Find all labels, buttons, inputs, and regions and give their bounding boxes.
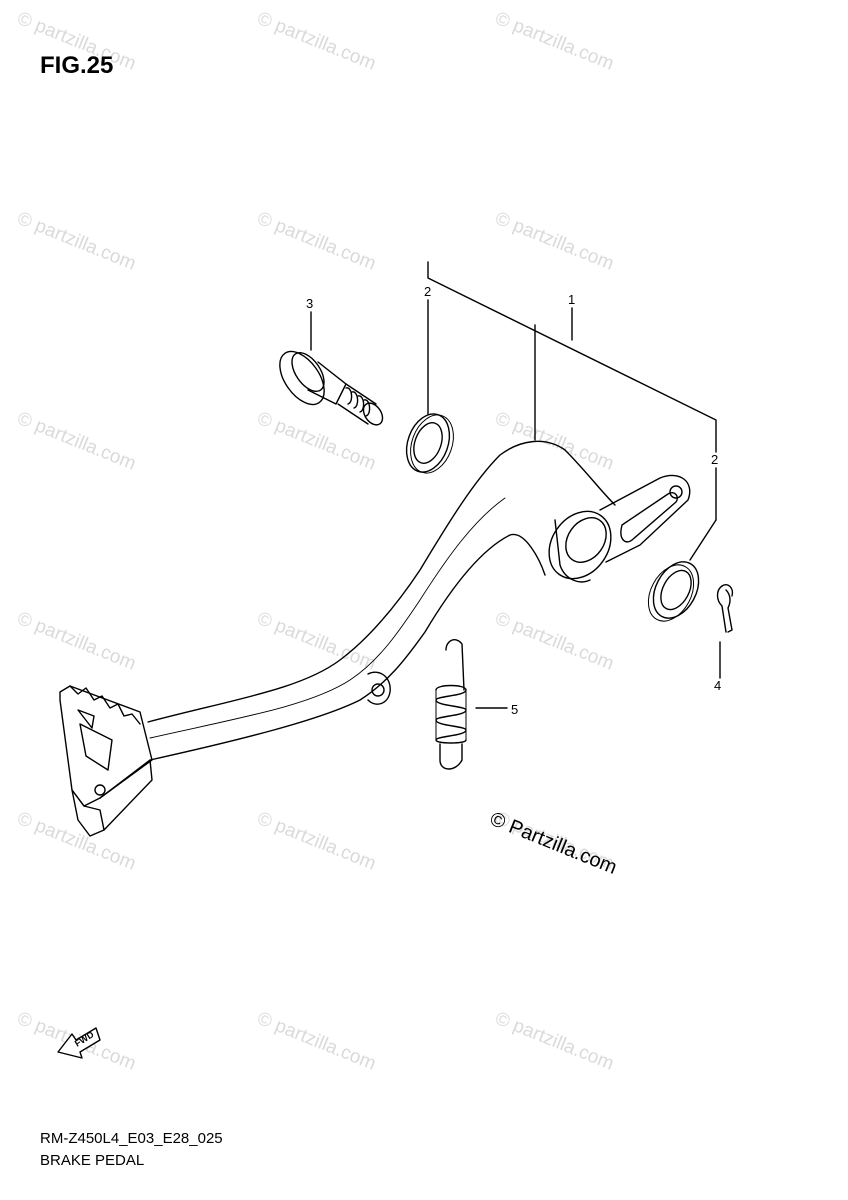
fwd-arrow-icon xyxy=(57,1027,101,1059)
callout-4: 4 xyxy=(714,678,722,693)
figure-title: FIG.25 xyxy=(40,52,114,79)
figure-code: RM-Z450L4_E03_E28_025 xyxy=(40,1130,223,1147)
washer-part-2-lower xyxy=(647,561,700,622)
leader-lines xyxy=(310,261,721,709)
pivot-bolt-part-3 xyxy=(279,350,384,426)
callout-2-upper: 2 xyxy=(424,284,432,299)
callout-3: 3 xyxy=(306,296,314,311)
callout-5: 5 xyxy=(511,702,519,717)
return-spring-part-5 xyxy=(435,639,467,770)
cotter-pin-part-4 xyxy=(716,584,734,633)
washer-part-2-upper xyxy=(405,413,454,474)
brake-pedal-part-1 xyxy=(59,440,691,837)
figure-caption: BRAKE PEDAL xyxy=(40,1152,145,1169)
callout-1: 1 xyxy=(568,292,576,307)
callout-2-lower: 2 xyxy=(711,452,719,467)
